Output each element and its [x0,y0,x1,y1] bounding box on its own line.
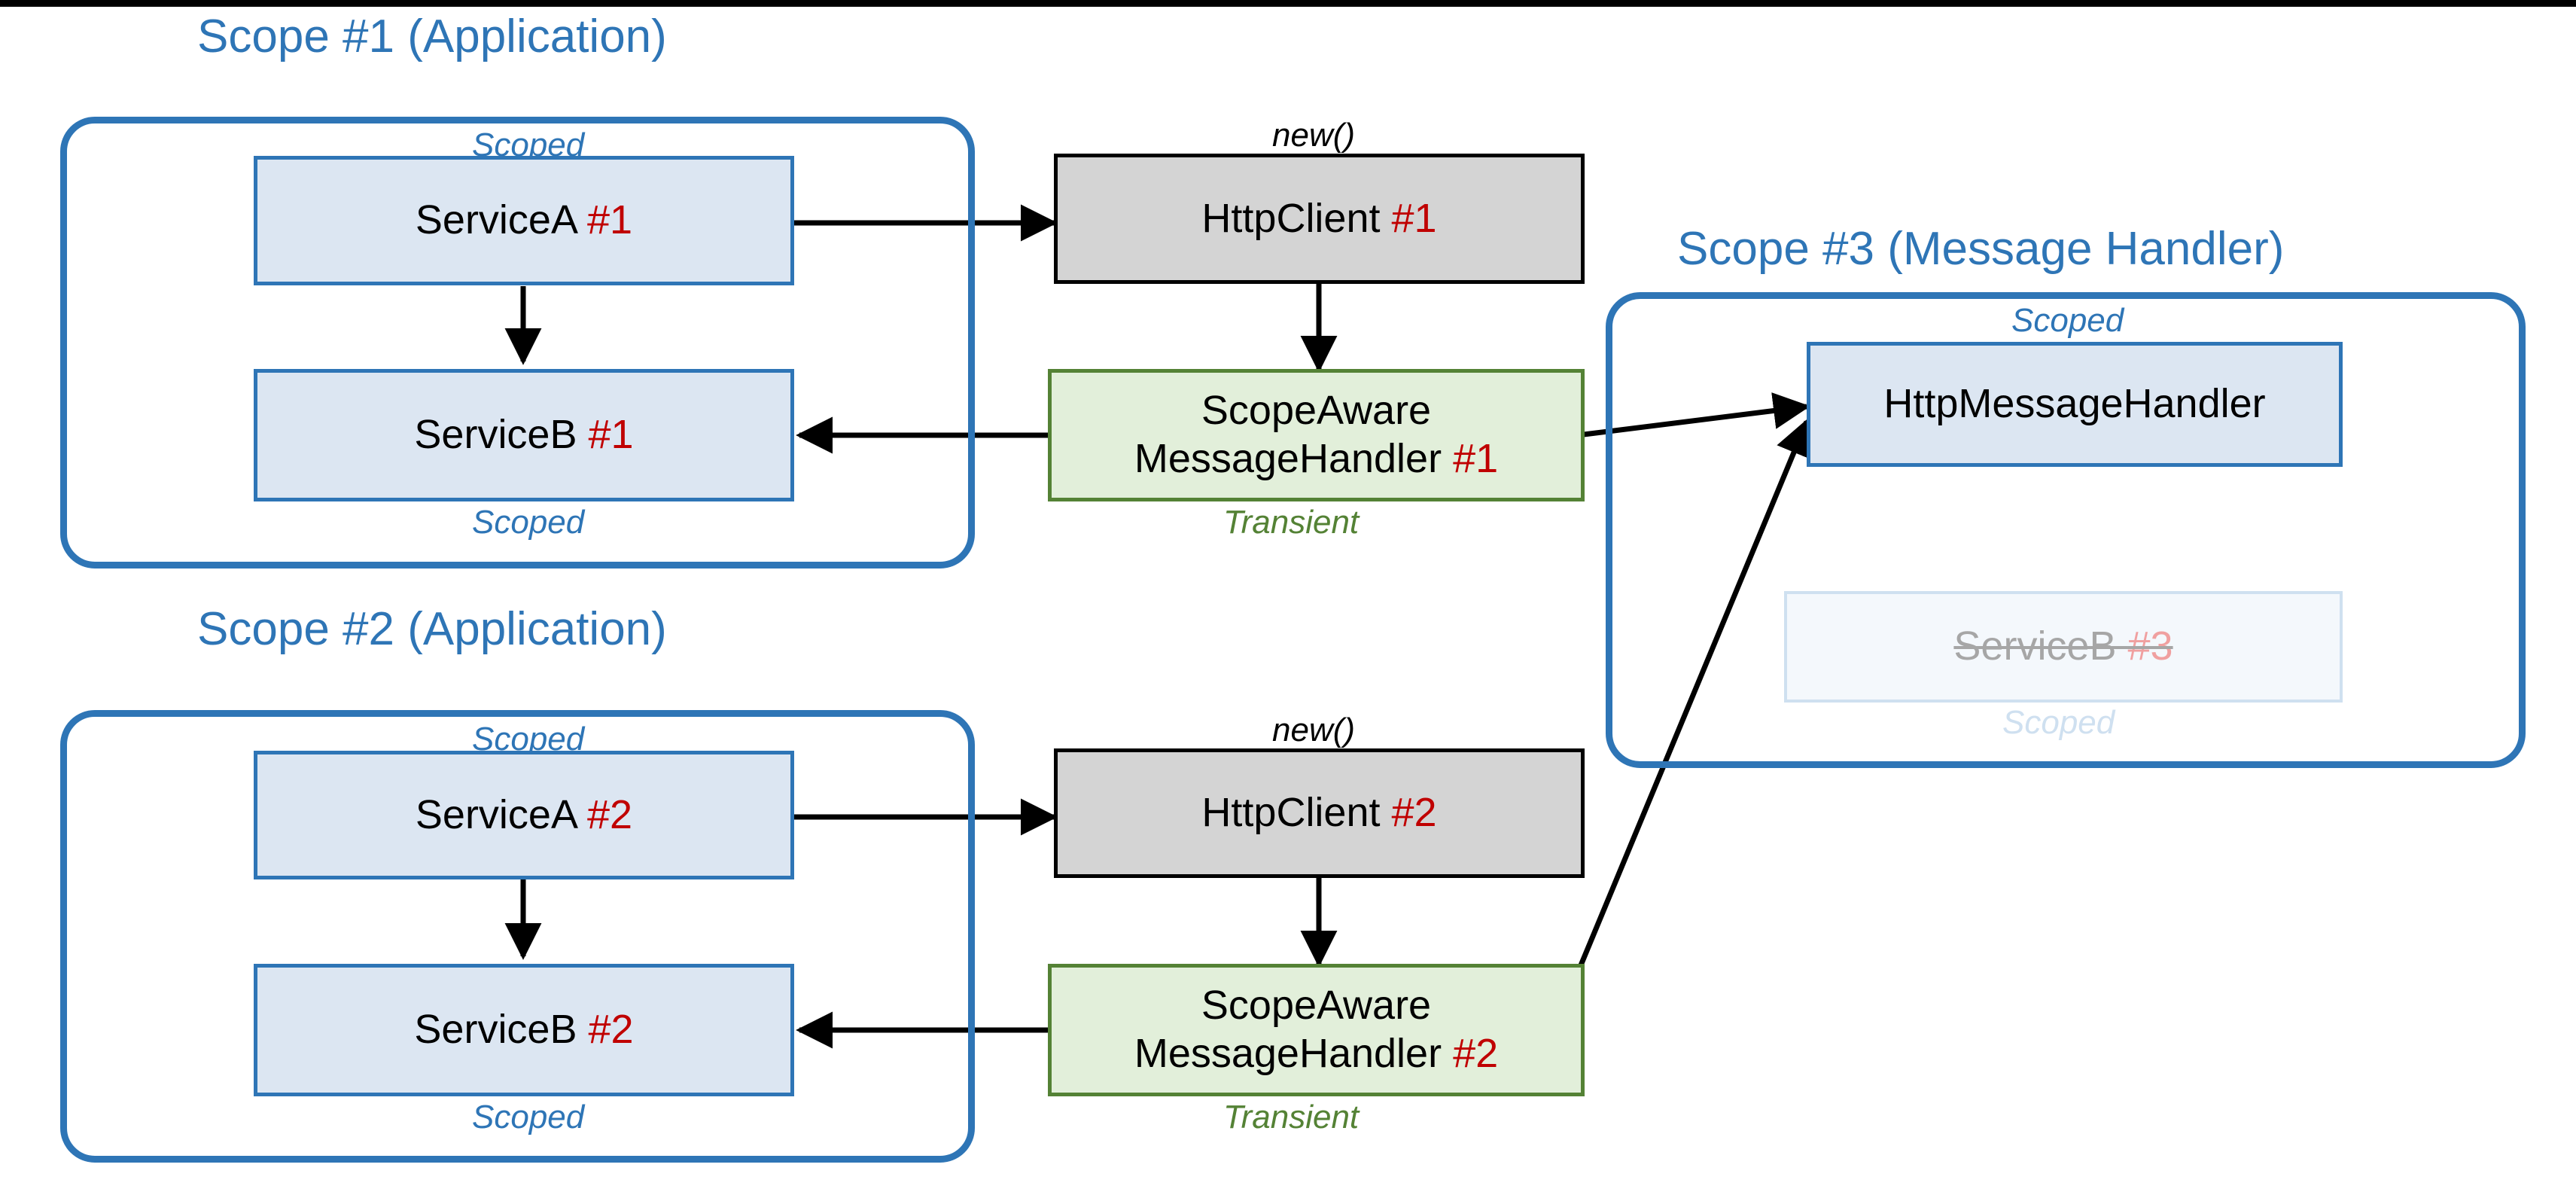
node-http-client-2-label: HttpClient #2 [1201,790,1437,836]
node-handler-1-label-line1: ScopeAware [1201,388,1432,434]
node-service-b-3[interactable]: ServiceB #3 [1784,591,2343,703]
scope-2-title: Scope #2 (Application) [197,603,667,655]
node-service-a-2[interactable]: ServiceA #2 [254,751,794,879]
node-service-b-2-label: ServiceB #2 [414,1007,634,1053]
node-service-a-1[interactable]: ServiceA #1 [254,156,794,285]
node-service-b-3-label: ServiceB #3 [1953,623,2173,669]
http-message-handler-lifetime-caption: Scoped [2011,302,2124,339]
http-client-1-lifetime-caption: new() [1272,117,1356,154]
http-client-2-lifetime-caption: new() [1272,712,1356,748]
node-handler-2[interactable]: ScopeAware MessageHandler #2 [1048,964,1585,1096]
scope-2-container [60,710,975,1163]
node-service-b-1-label: ServiceB #1 [414,412,634,458]
top-black-bar [0,0,2576,7]
node-http-message-handler[interactable]: HttpMessageHandler [1807,342,2343,467]
node-http-client-1[interactable]: HttpClient #1 [1054,154,1585,284]
scope-1-title: Scope #1 (Application) [197,11,667,62]
service-a-2-lifetime-caption: Scoped [472,721,585,757]
node-http-message-handler-label: HttpMessageHandler [1883,381,2266,427]
service-b-3-lifetime-caption: Scoped [2002,704,2115,741]
node-handler-1[interactable]: ScopeAware MessageHandler #1 [1048,369,1585,501]
node-service-a-2-label: ServiceA #2 [415,791,633,837]
handler-1-lifetime-caption: Transient [1223,504,1360,541]
node-http-client-2[interactable]: HttpClient #2 [1054,748,1585,878]
scope-3-container [1606,292,2526,768]
node-handler-1-label-line2: MessageHandler #1 [1134,436,1499,481]
scope-1-container [60,117,975,568]
node-handler-2-label-line2: MessageHandler #2 [1134,1031,1499,1076]
node-service-b-2[interactable]: ServiceB #2 [254,964,794,1096]
service-b-2-lifetime-caption: Scoped [472,1099,585,1135]
node-service-b-1[interactable]: ServiceB #1 [254,369,794,501]
node-handler-2-label-line1: ScopeAware [1201,983,1432,1029]
node-service-a-1-label: ServiceA #1 [415,197,633,243]
node-http-client-1-label: HttpClient #1 [1201,195,1437,241]
service-b-1-lifetime-caption: Scoped [472,504,585,541]
scope-3-title: Scope #3 (Message Handler) [1677,223,2285,275]
handler-2-lifetime-caption: Transient [1223,1099,1360,1135]
